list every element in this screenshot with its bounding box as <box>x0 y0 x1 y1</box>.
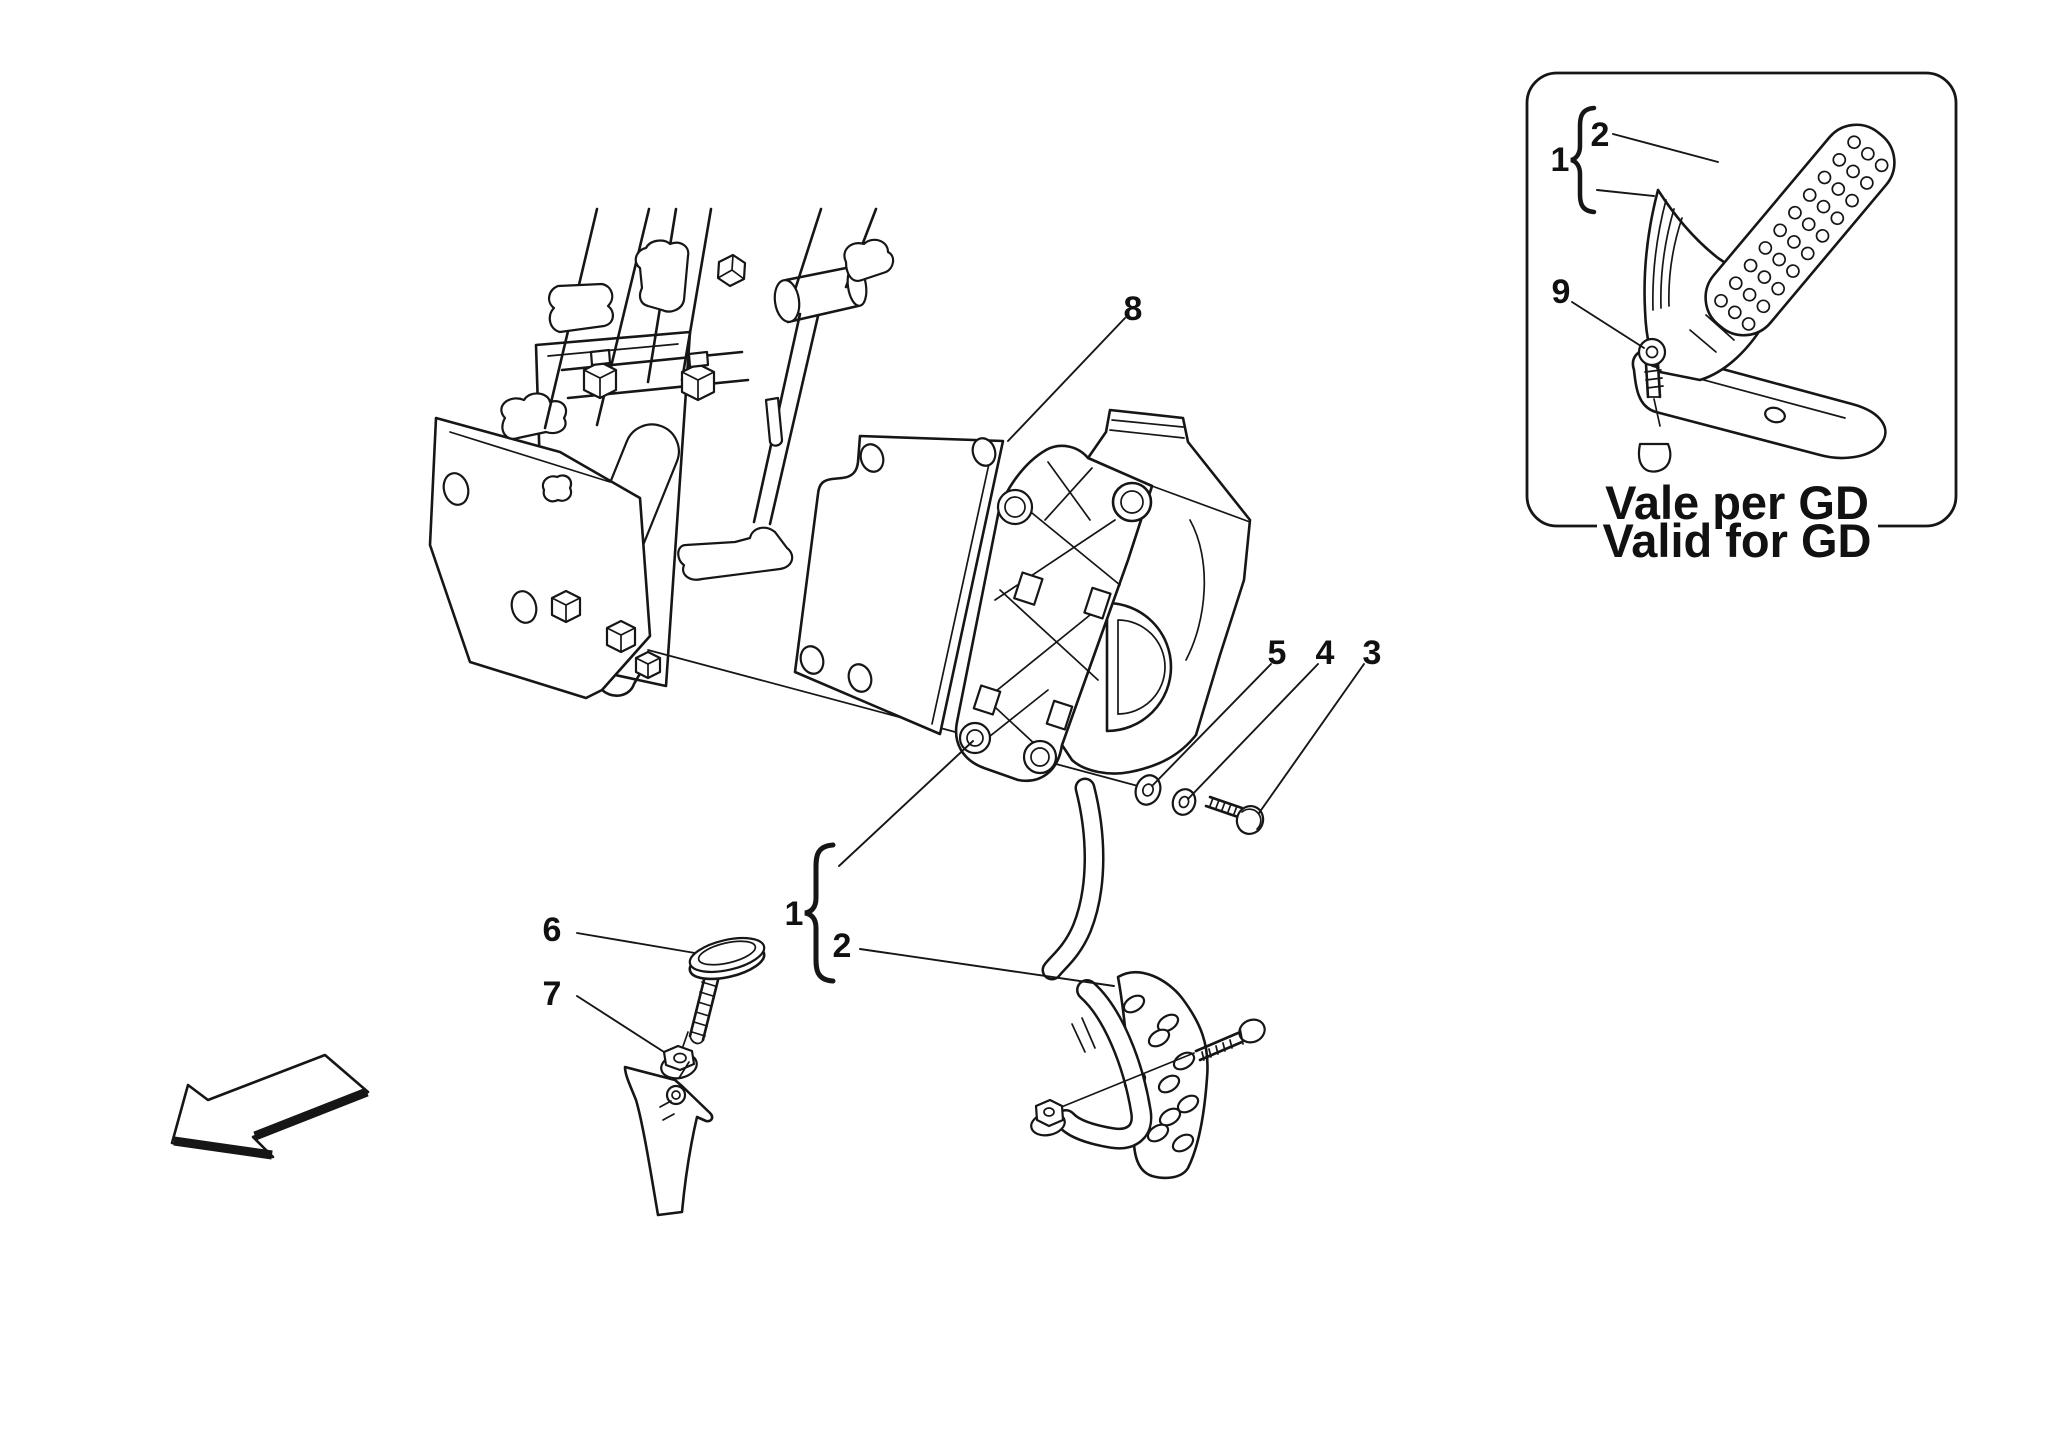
callout-6: 6 <box>543 911 562 949</box>
washer-axis-line <box>1055 763 1139 787</box>
frame-bolt-right <box>680 350 716 402</box>
inset-panel: 1 2 9 Vale per GD Valid for GD <box>1525 71 1958 570</box>
callout-leaders-main <box>576 317 1365 1053</box>
screw-part3 <box>1204 795 1265 835</box>
inset-caption-line1: Vale per GD <box>1605 476 1869 529</box>
leader-5 <box>1151 663 1272 787</box>
grouping-brace-inset <box>1570 105 1597 215</box>
callout-7: 7 <box>543 975 562 1013</box>
callout-4: 4 <box>1316 634 1335 672</box>
wedge-stop-part <box>623 1061 714 1217</box>
module-boss-top-right <box>1111 481 1153 523</box>
screw-part6 <box>688 936 766 1045</box>
inset-callout-2: 2 <box>1591 116 1610 154</box>
footplate-bolt-axis <box>1053 1052 1195 1111</box>
leader-7 <box>576 995 665 1053</box>
inset-pedal-drawing <box>1631 123 1896 473</box>
caption-background <box>1597 478 1878 570</box>
leader-1 <box>838 740 974 867</box>
accelerator-module-drawing <box>954 408 1252 783</box>
inset-callout-leaders <box>1571 133 1719 349</box>
frame-bolt-upper <box>716 253 747 288</box>
chassis-frame-drawing <box>428 207 895 700</box>
mounting-plate-part8 <box>793 434 1005 736</box>
leader-3 <box>1258 663 1365 814</box>
frame-bolt-left <box>582 348 618 400</box>
inset-screw-part9 <box>1637 337 1667 427</box>
leader-6 <box>576 932 696 954</box>
frame-nut-2 <box>605 619 637 654</box>
leader-2 <box>859 948 1115 987</box>
inset-leader-9 <box>1571 301 1645 349</box>
pedal-footplate-drawing <box>1055 971 1209 1180</box>
washer-part4 <box>1171 788 1197 816</box>
inset-leader-1 <box>1596 189 1655 197</box>
callout-8: 8 <box>1124 290 1143 328</box>
callout-2: 2 <box>833 927 852 965</box>
module-boss-top-left <box>996 488 1034 526</box>
pedal-arm-drawing <box>1041 777 1105 1053</box>
inset-leader-2 <box>1612 133 1719 163</box>
leader-8 <box>1007 317 1126 442</box>
callout-1: 1 <box>785 895 804 933</box>
frame-nut-1 <box>550 589 582 624</box>
inset-callout-9: 9 <box>1552 273 1571 311</box>
frame-nut-3 <box>634 650 662 680</box>
callout-3: 3 <box>1363 634 1382 672</box>
module-boss-bottom-right <box>1022 739 1058 775</box>
front-direction-arrow-icon <box>170 1053 370 1160</box>
grouping-brace-main <box>804 842 836 984</box>
inset-callout-1: 1 <box>1551 141 1570 179</box>
nut-part7 <box>660 1044 698 1080</box>
callout-5: 5 <box>1268 634 1287 672</box>
inset-caption-line2: Valid for GD <box>1603 514 1872 567</box>
footplate-nut <box>1030 1098 1066 1137</box>
footplate-bolt <box>1194 1018 1266 1062</box>
leader-4 <box>1187 663 1319 800</box>
